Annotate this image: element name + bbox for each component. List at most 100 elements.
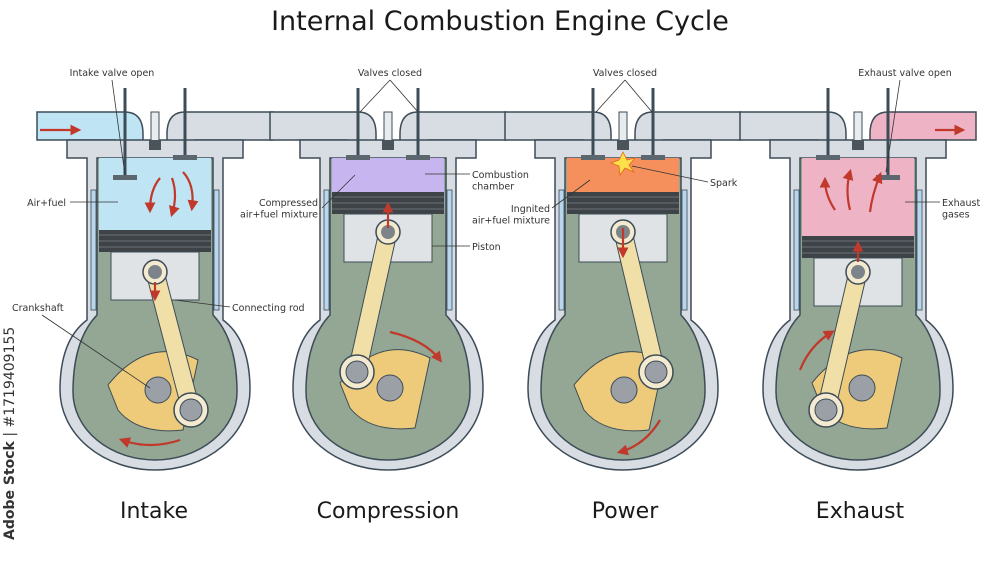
callout-ignited-mixture-line: Ingnited <box>511 204 550 215</box>
engine-compression <box>269 88 507 471</box>
spark-plug-base <box>382 140 394 150</box>
intake-valve-head <box>346 155 370 160</box>
exhaust-swirl-arrow <box>819 176 836 211</box>
leader-line <box>111 79 126 176</box>
stroke-name-compression: Compression <box>316 499 460 524</box>
callout-piston-line: Piston <box>472 242 501 253</box>
coolant-jacket-left <box>558 189 565 311</box>
callout-compressed-mixture-line: Compressed <box>259 198 318 209</box>
wrist-pin <box>148 265 162 279</box>
callout-valves-closed-power: Valves closed <box>593 68 657 79</box>
callout-combustion-chamber-line: chamber <box>472 182 514 193</box>
crank-pin <box>345 360 369 384</box>
callout-connecting-rod: Connecting rod <box>232 303 305 314</box>
crank-rotation-arrow <box>389 330 442 363</box>
callout-air-fuel-line: Air+fuel <box>27 198 66 209</box>
callout-compressed-mixture-line: air+fuel mixture <box>240 210 318 221</box>
crank-pin <box>179 398 203 422</box>
leader-line <box>595 79 626 113</box>
crankshaft-center <box>848 374 876 402</box>
callout-combustion-chamber-line: Combustion <box>472 170 529 181</box>
exhaust-valve-head <box>876 175 900 180</box>
exhaust-valve-head <box>641 155 665 160</box>
wrist-pin <box>851 265 865 279</box>
callout-exhaust-gases-line: gases <box>942 210 970 221</box>
combustion-gas <box>332 158 444 192</box>
callout-piston: Piston <box>472 242 501 253</box>
spark-burst <box>609 151 637 177</box>
callout-valves-closed-compression-line: Valves closed <box>358 68 422 79</box>
coolant-jacket-left <box>323 189 330 311</box>
credit-brand: Adobe Stock <box>2 441 18 540</box>
combustion-gas <box>99 158 211 230</box>
callout-exhaust-gases-line: Exhaust <box>942 198 980 209</box>
intake-valve-head <box>816 155 840 160</box>
air-swirl-arrow <box>169 177 180 218</box>
callout-valves-closed-compression: Valves closed <box>358 68 422 79</box>
callout-spark-line: Spark <box>710 178 738 189</box>
engine-exhaust <box>739 88 977 471</box>
callout-spark: Spark <box>710 178 738 189</box>
intake-valve-head <box>113 175 137 180</box>
leader-line <box>885 79 901 173</box>
stroke-name-power: Power <box>591 499 659 524</box>
callout-valves-closed-power-line: Valves closed <box>593 68 657 79</box>
callout-connecting-rod-line: Connecting rod <box>232 303 305 314</box>
intake-valve-head <box>581 155 605 160</box>
leader-line <box>174 299 231 308</box>
coolant-jacket-right <box>681 189 688 311</box>
exhaust-valve-head <box>173 155 197 160</box>
crank-pin <box>814 398 838 422</box>
wrist-pin <box>381 225 395 239</box>
combustion-gas <box>802 158 914 236</box>
spark-plug-base <box>617 140 629 150</box>
spark-plug-base <box>149 140 161 150</box>
spark-plug-base <box>852 140 864 150</box>
credit-id: #1719409155 <box>2 326 18 428</box>
callout-air-fuel: Air+fuel <box>27 198 66 209</box>
leader-line <box>321 174 356 209</box>
leader-line <box>631 165 709 183</box>
callout-crankshaft: Crankshaft <box>12 303 64 314</box>
air-swirl-arrow <box>144 177 161 214</box>
coolant-jacket-right <box>916 189 923 311</box>
stock-credit: Adobe Stock | #1719409155 <box>2 326 18 540</box>
callout-exhaust-valve-open-line: Exhaust valve open <box>858 68 951 79</box>
stroke-name-intake: Intake <box>119 499 189 524</box>
exhaust-valve-head <box>406 155 430 160</box>
engine-power <box>504 88 742 471</box>
engine-intake <box>36 88 274 471</box>
callout-exhaust-valve-open: Exhaust valve open <box>858 68 951 79</box>
crank-rotation-arrow <box>118 437 181 448</box>
stroke-name-exhaust: Exhaust <box>815 499 905 524</box>
leader-line <box>41 314 151 389</box>
crankshaft-center <box>144 376 172 404</box>
diagram-title: Internal Combustion Engine Cycle <box>271 6 729 37</box>
leader-line <box>359 79 391 113</box>
callout-intake-valve-open: Intake valve open <box>70 68 155 79</box>
air-swirl-arrow <box>182 171 199 212</box>
leader-line <box>389 79 419 113</box>
crankshaft-center <box>376 374 404 402</box>
crank-pin <box>644 360 668 384</box>
coolant-jacket-left <box>793 189 800 311</box>
coolant-jacket-left <box>90 189 97 311</box>
coolant-jacket-right <box>446 189 453 311</box>
leader-line <box>624 79 653 113</box>
callout-ignited-mixture-line: air+fuel mixture <box>472 216 550 227</box>
crank-rotation-arrow <box>798 330 835 371</box>
leader-line <box>551 179 591 209</box>
crank-rotation-arrow <box>616 419 661 456</box>
exhaust-swirl-arrow <box>868 171 883 213</box>
callout-crankshaft-line: Crankshaft <box>12 303 64 314</box>
crankshaft-center <box>610 376 638 404</box>
motion-arrows <box>40 124 966 456</box>
coolant-jacket-right <box>213 189 220 311</box>
